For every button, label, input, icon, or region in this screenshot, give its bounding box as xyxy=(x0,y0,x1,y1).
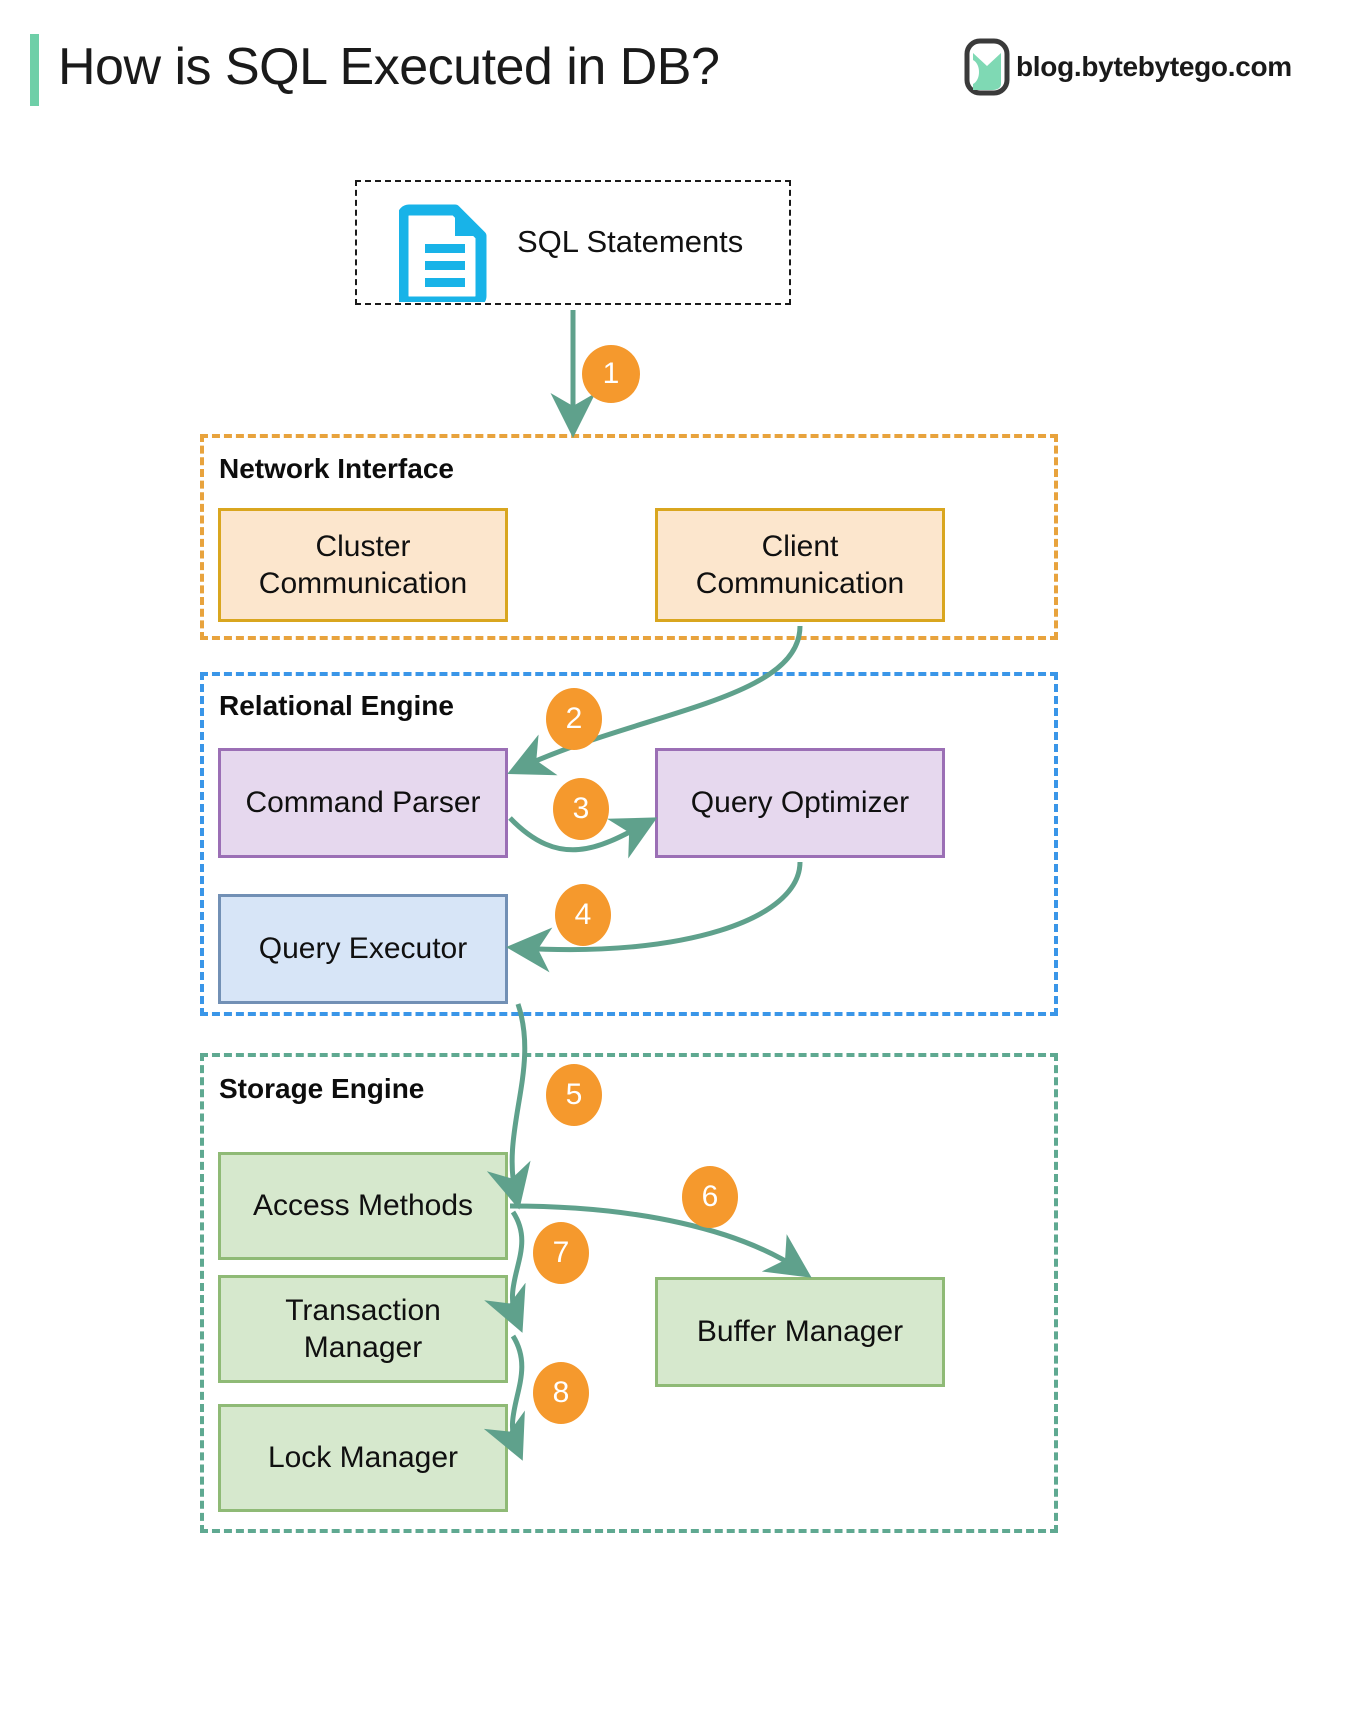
node-command-parser-label: Command Parser xyxy=(245,786,481,820)
brand-watermark: blog.bytebytego.com xyxy=(964,38,1292,96)
node-access-methods-label: Access Methods xyxy=(252,1189,474,1223)
step-badge-3: 3 xyxy=(553,778,609,840)
node-query-executor-label: Query Executor xyxy=(258,932,468,966)
step-badge-4-label: 4 xyxy=(574,898,592,931)
node-buffer-manager[interactable]: Buffer Manager xyxy=(655,1277,945,1387)
step-badge-2: 2 xyxy=(546,688,602,750)
node-lock-manager[interactable]: Lock Manager xyxy=(218,1404,508,1512)
step-badge-5: 5 xyxy=(546,1064,602,1126)
page-header: How is SQL Executed in DB? blog.bytebyte… xyxy=(0,0,1358,130)
document-icon xyxy=(399,204,487,302)
step-badge-1: 1 xyxy=(582,345,640,403)
step-badge-7-label: 7 xyxy=(552,1236,570,1269)
step-badge-6-label: 6 xyxy=(701,1180,719,1213)
brand-text: blog.bytebytego.com xyxy=(1016,51,1292,82)
step-badge-4: 4 xyxy=(555,884,611,946)
node-query-executor[interactable]: Query Executor xyxy=(218,894,508,1004)
node-query-optimizer[interactable]: Query Optimizer xyxy=(655,748,945,858)
bytebytego-logo-icon xyxy=(964,38,1010,96)
step-badge-5-label: 5 xyxy=(565,1078,583,1111)
group-relational-engine-label: Relational Engine xyxy=(219,690,454,721)
group-storage-engine-label: Storage Engine xyxy=(219,1073,425,1104)
node-command-parser[interactable]: Command Parser xyxy=(218,748,508,858)
node-query-optimizer-label: Query Optimizer xyxy=(690,786,910,820)
node-lock-manager-label: Lock Manager xyxy=(267,1441,459,1475)
sql-statements-frame: SQL Statements xyxy=(355,180,791,305)
group-storage-engine xyxy=(200,1053,1058,1533)
title-accent-bar xyxy=(30,34,39,106)
step-badge-1-label: 1 xyxy=(602,357,620,390)
sql-statements-label: SQL Statements xyxy=(517,224,744,260)
node-access-methods[interactable]: Access Methods xyxy=(218,1152,508,1260)
step-badge-7: 7 xyxy=(533,1222,589,1284)
group-network-interface-label: Network Interface xyxy=(219,453,454,484)
step-badge-8: 8 xyxy=(533,1362,589,1424)
step-badge-6: 6 xyxy=(682,1166,738,1228)
node-buffer-manager-label: Buffer Manager xyxy=(696,1315,904,1349)
step-badge-3-label: 3 xyxy=(572,792,590,825)
page-title: How is SQL Executed in DB? xyxy=(58,38,720,96)
step-badge-2-label: 2 xyxy=(565,702,583,735)
step-badge-8-label: 8 xyxy=(552,1376,570,1409)
